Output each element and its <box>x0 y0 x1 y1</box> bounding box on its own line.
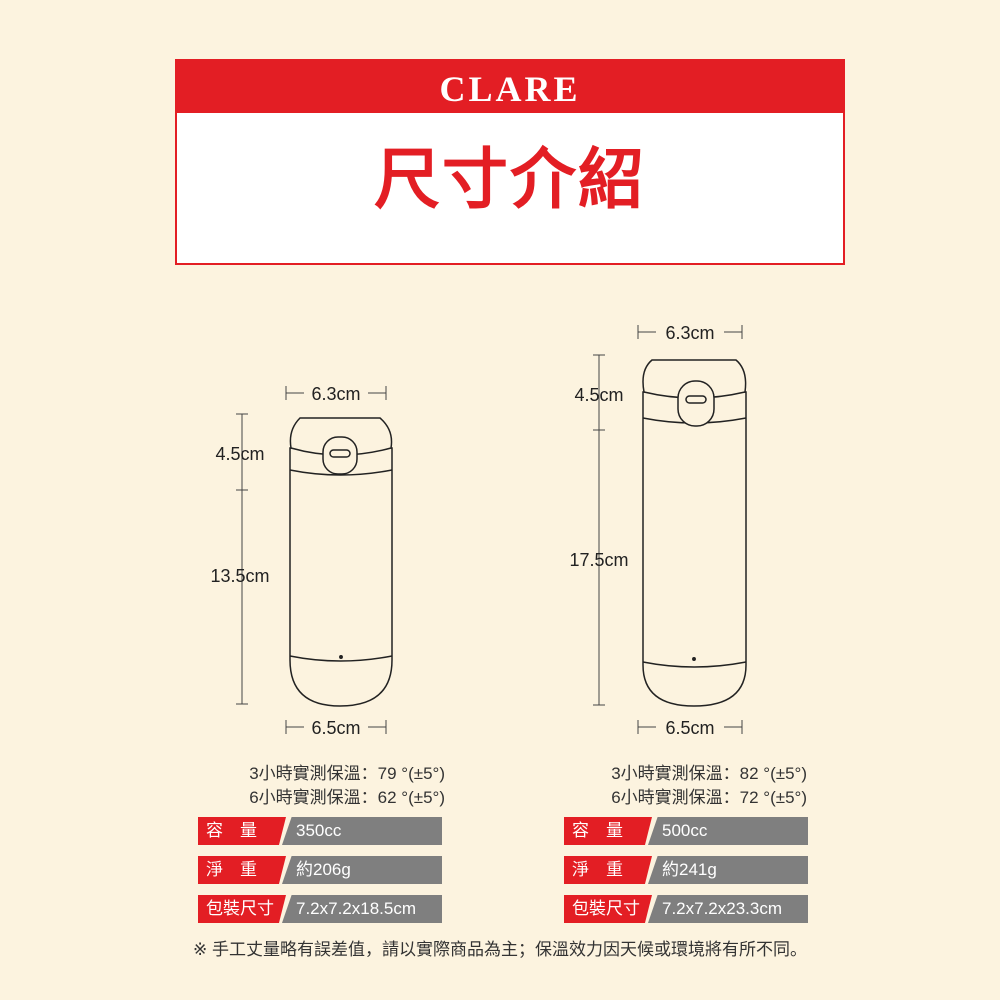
capacity-value: 500cc <box>648 817 808 845</box>
brand-name: CLARE <box>439 69 581 109</box>
left-temp-6h: 6小時實測保溫：62 °(±5°) <box>249 788 445 807</box>
package-label: 包裝尺寸 <box>198 895 286 923</box>
package-value: 7.2x7.2x18.5cm <box>282 895 442 923</box>
right-temp-6h: 6小時實測保溫：72 °(±5°) <box>611 788 807 807</box>
right-dimension-lines <box>593 325 743 734</box>
title-banner: CLARE 尺寸介紹 <box>175 59 845 265</box>
capacity-value: 350cc <box>282 817 442 845</box>
weight-value: 約206g <box>282 856 442 884</box>
left-cap-height-label: 4.5cm <box>215 444 264 464</box>
left-bottom-width-label: 6.5cm <box>311 718 360 738</box>
right-cap-height-label: 4.5cm <box>574 385 623 405</box>
capacity-label: 容 量 <box>564 817 652 845</box>
weight-label: 淨 重 <box>198 856 286 884</box>
left-temp-3h: 3小時實測保溫：79 °(±5°) <box>249 764 445 783</box>
right-temperature-specs: 3小時實測保溫：82 °(±5°) 6小時實測保溫：72 °(±5°) <box>552 762 807 810</box>
bottle-diagrams: 6.3cm 4.5cm 13.5cm 6.5cm 6.3cm 4.5cm 17.… <box>210 323 747 738</box>
left-dimension-lines <box>236 386 387 734</box>
right-bottom-width-label: 6.5cm <box>665 718 714 738</box>
package-value: 7.2x7.2x23.3cm <box>648 895 808 923</box>
page-title: 尺寸介紹 <box>374 140 646 218</box>
right-temp-3h: 3小時實測保溫：82 °(±5°) <box>611 764 807 783</box>
left-bottle-drawing <box>289 417 393 707</box>
right-body-height-label: 17.5cm <box>569 550 628 570</box>
package-label: 包裝尺寸 <box>564 895 652 923</box>
left-body-height-label: 13.5cm <box>210 566 269 586</box>
capacity-label: 容 量 <box>198 817 286 845</box>
right-top-width-label: 6.3cm <box>665 323 714 343</box>
footnote: ※ 手工丈量略有誤差值，請以實際商品為主；保溫效力因天候或環境將有所不同。 <box>193 940 807 959</box>
left-temperature-specs: 3小時實測保溫：79 °(±5°) 6小時實測保溫：62 °(±5°) <box>190 762 445 810</box>
weight-value: 約241g <box>648 856 808 884</box>
weight-label: 淨 重 <box>564 856 652 884</box>
left-top-width-label: 6.3cm <box>311 384 360 404</box>
right-bottle-drawing <box>642 359 747 707</box>
brand-band: CLARE <box>177 61 843 113</box>
